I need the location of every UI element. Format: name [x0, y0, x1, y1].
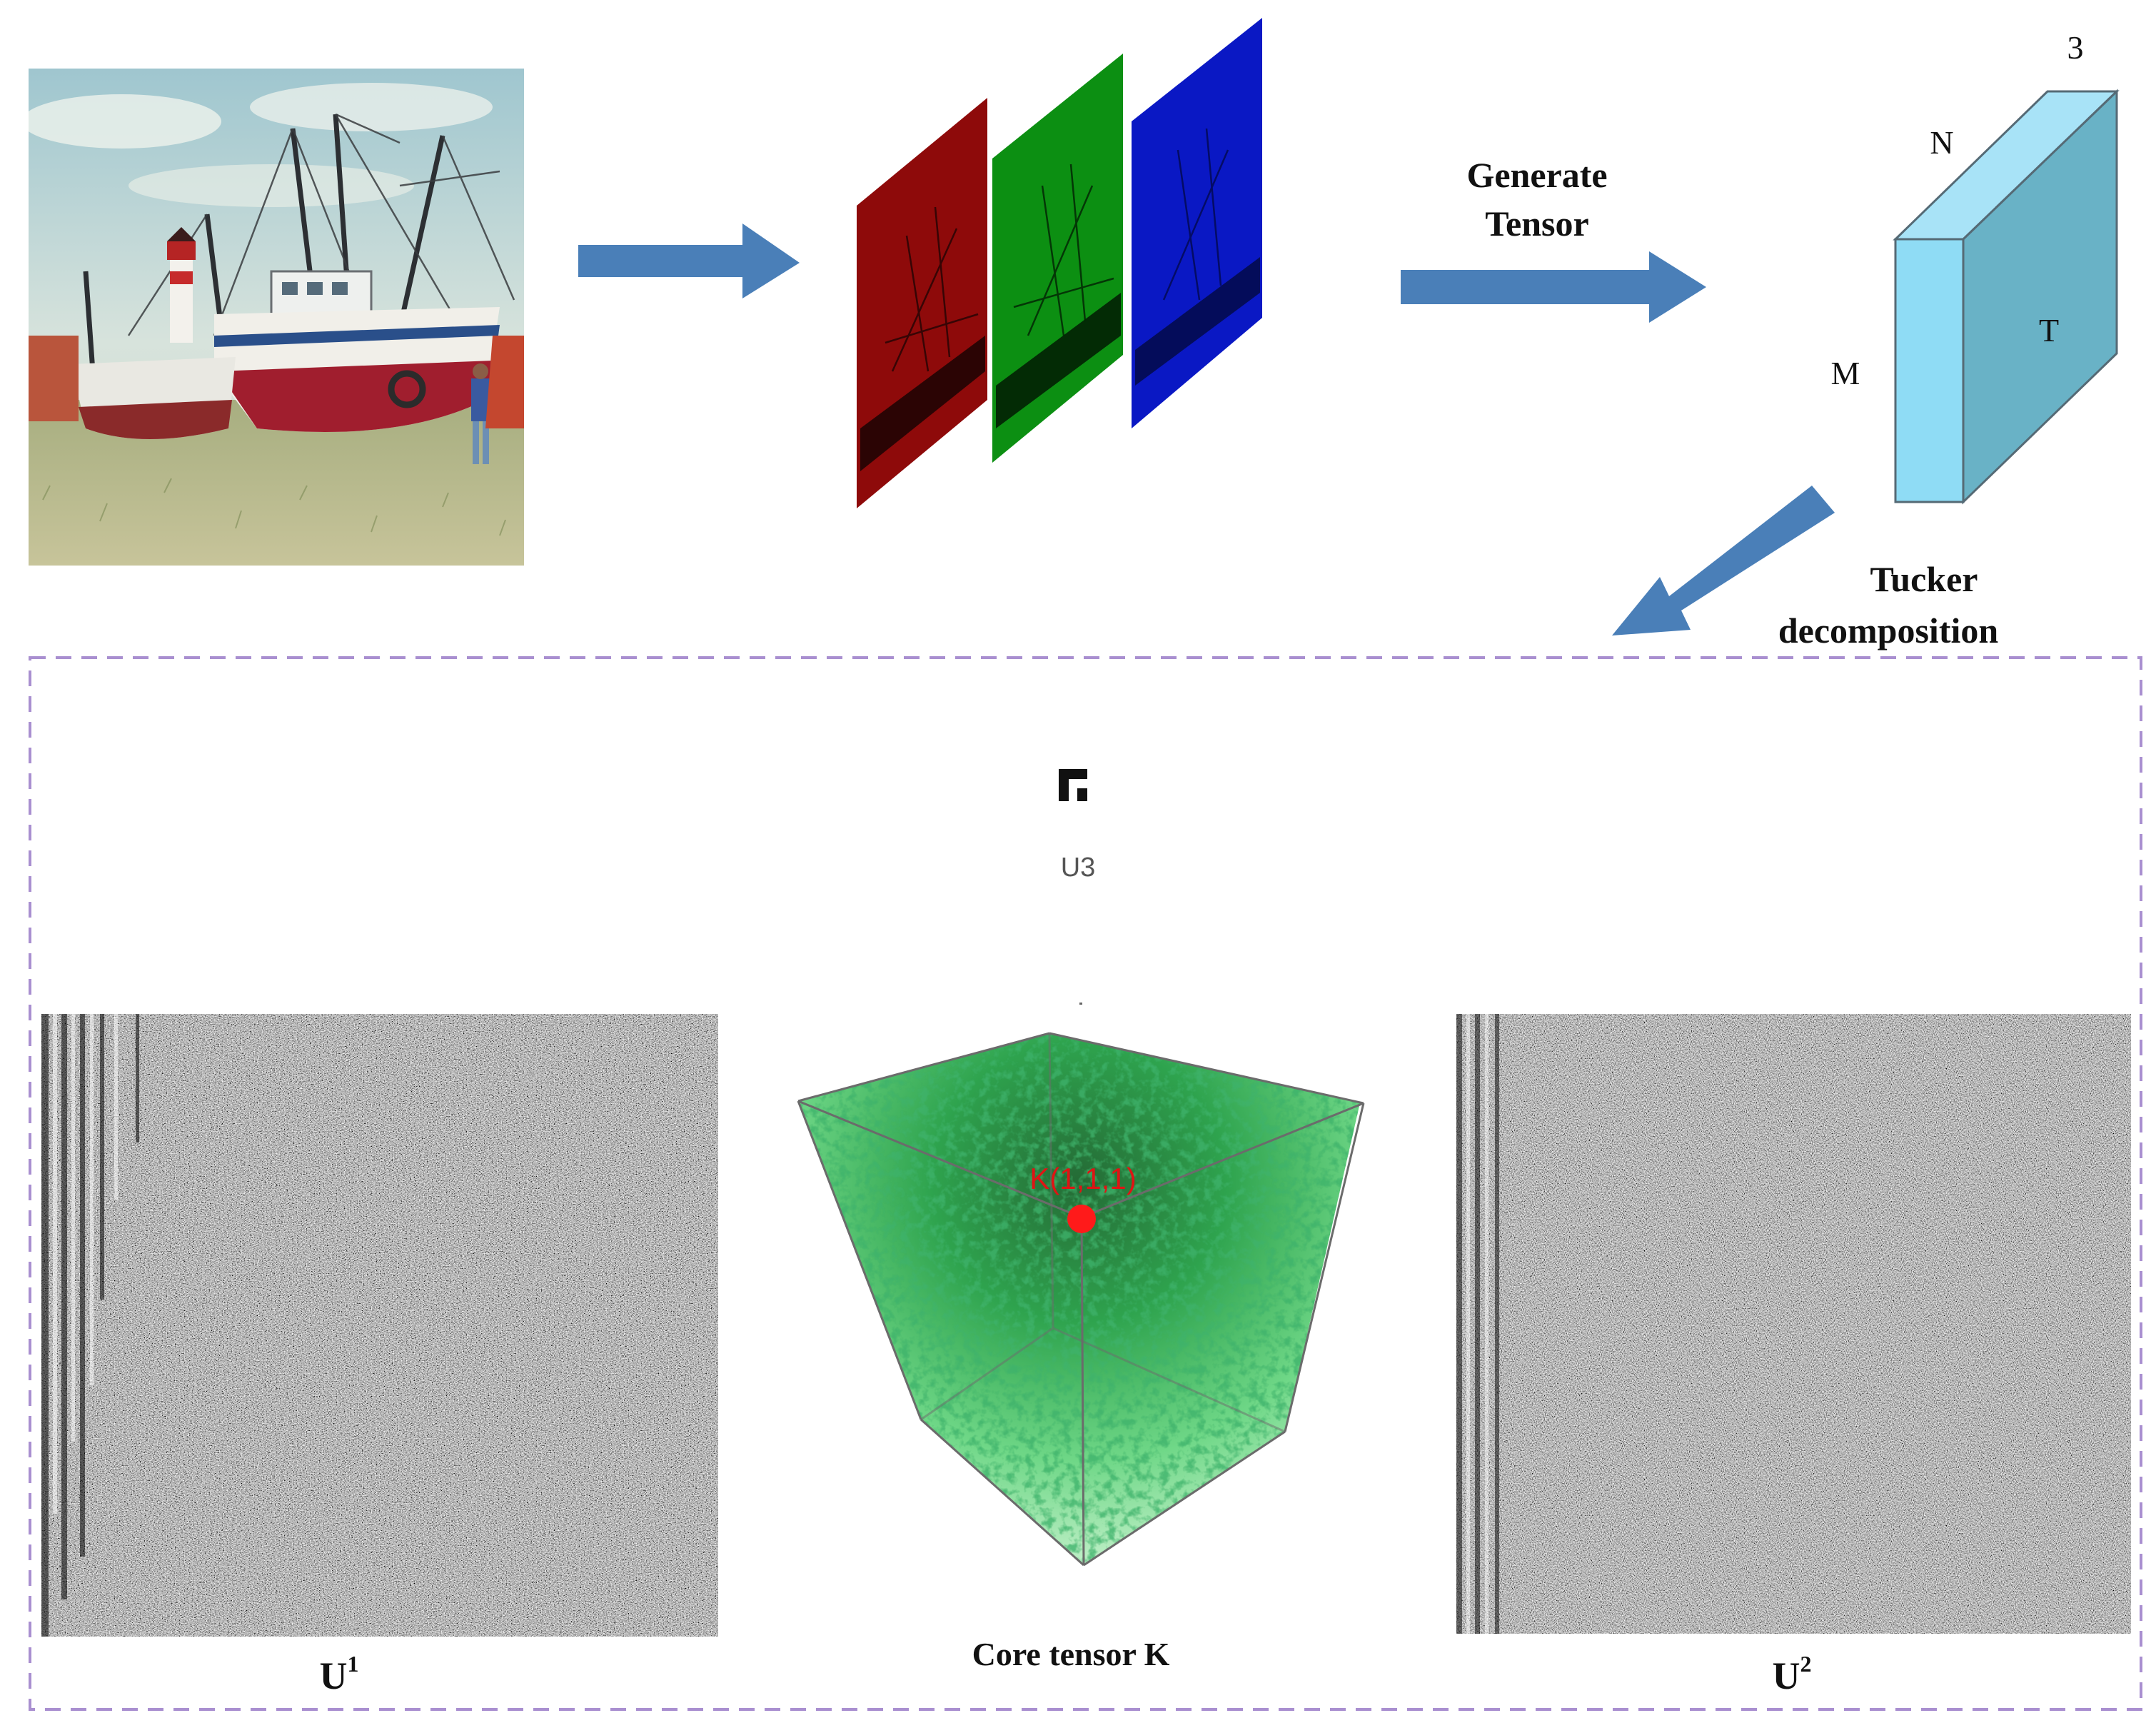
tensor-box [1893, 89, 2120, 505]
u2-matrix [1456, 1014, 2131, 1634]
decomposition-panel [29, 656, 2142, 1711]
u1-caption: U1 [320, 1651, 359, 1697]
generate-label-2: Tensor [1485, 204, 1588, 243]
core-tensor-cube [797, 1032, 1365, 1567]
dim-t-label: T [2039, 312, 2059, 348]
arrow-down-left-icon [1612, 486, 1835, 636]
arrow-right-icon [1401, 251, 1706, 323]
channel-red [857, 98, 987, 508]
dim-m-label: M [1831, 355, 1860, 391]
tucker-label-2: decomposition [1778, 611, 1999, 650]
boat-photo [29, 69, 524, 566]
core-point-label: K(1,1,1) [1029, 1162, 1136, 1195]
u2-caption: U2 [1773, 1651, 1812, 1697]
tick-mark [1079, 1003, 1082, 1005]
generate-label-1: Generate [1466, 155, 1607, 195]
dim-3-label: 3 [2067, 29, 2084, 66]
dim-n-label: N [1930, 124, 1953, 161]
channel-blue [1132, 18, 1262, 428]
u1-matrix [41, 1014, 718, 1637]
u3-label: U3 [1061, 853, 1096, 883]
channel-green [992, 54, 1123, 463]
core-point-marker [1067, 1205, 1096, 1233]
small-corner-icon [1059, 769, 1087, 801]
core-tensor-caption: Core tensor K [972, 1636, 1170, 1672]
arrow-right-icon [578, 223, 800, 298]
tucker-label-1: Tucker [1870, 559, 1978, 599]
